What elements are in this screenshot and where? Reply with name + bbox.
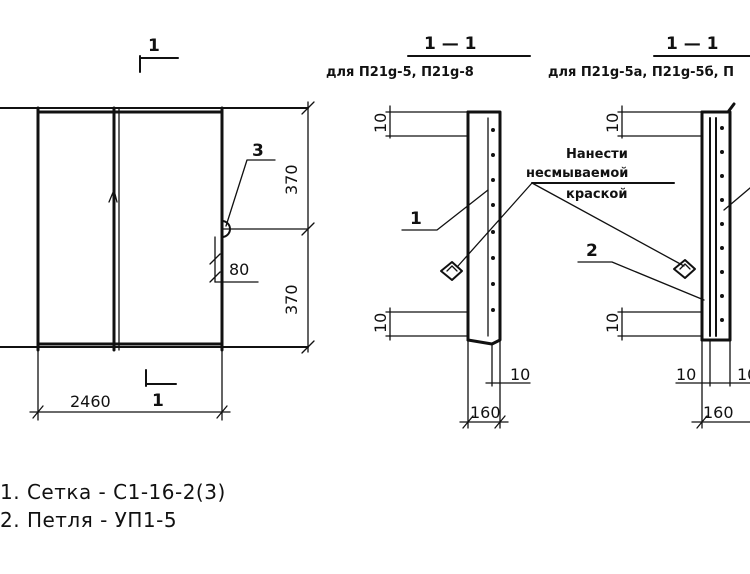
- leader-1: [401, 189, 489, 231]
- dim-80: 80: [229, 260, 249, 279]
- leader-2: [577, 261, 705, 301]
- dim-10-bottom-right: 10: [603, 313, 622, 333]
- dim-370-bottom: 370: [282, 284, 301, 315]
- section-right: 1 — 1 для П21g-5a, П21g-5б, П 10: [548, 34, 750, 429]
- mark-2: 2: [586, 241, 598, 261]
- paint-note: Нанести несмываемой краской: [457, 147, 685, 267]
- section-right-title: 1 — 1: [666, 34, 719, 54]
- dim-370-top: 370: [282, 164, 301, 195]
- cut-marker-bottom: 1: [145, 369, 177, 411]
- dim-2460: 2460: [70, 392, 111, 411]
- rebar-dots-right: [720, 126, 724, 322]
- note-line-1: Нанести: [566, 147, 628, 162]
- dim-10-left-right: 10: [676, 365, 696, 384]
- section-left-title: 1 — 1: [424, 34, 477, 54]
- plan-view: 3 370 370 80 2460 1 1: [0, 36, 315, 421]
- note-line-2: несмываемой: [526, 166, 628, 181]
- dim-160-right: 160: [703, 403, 734, 422]
- legend-item-2: 2. Петля - УП1-5: [0, 508, 178, 532]
- dim-10-right-right: 10: [737, 365, 750, 384]
- mark-3: 3: [252, 141, 264, 161]
- section-right-subtitle: для П21g-5a, П21g-5б, П: [548, 65, 734, 80]
- section-left: 1 — 1 для П21g-5, П21g-8 10 10 1: [326, 34, 531, 429]
- legend: 1. Сетка - С1-16-2(3) 2. Петля - УП1-5: [0, 478, 226, 534]
- rebar-dots-left: [491, 128, 495, 312]
- dim-160-left: 160: [470, 403, 501, 422]
- legend-item-1: 1. Сетка - С1-16-2(3): [0, 480, 226, 504]
- section-left-subtitle: для П21g-5, П21g-8: [326, 65, 474, 80]
- dim-10-top-right: 10: [603, 113, 622, 133]
- cut-marker-top: 1: [139, 36, 179, 73]
- mark-1-left: 1: [410, 209, 422, 229]
- leader-3: [225, 159, 276, 227]
- svg-text:1: 1: [148, 36, 160, 56]
- note-line-3: краской: [566, 187, 627, 202]
- svg-text:1: 1: [152, 391, 164, 411]
- dim-10-bottom-left: 10: [371, 313, 390, 333]
- dim-10-top-left: 10: [371, 113, 390, 133]
- dim-10-right-left: 10: [510, 365, 530, 384]
